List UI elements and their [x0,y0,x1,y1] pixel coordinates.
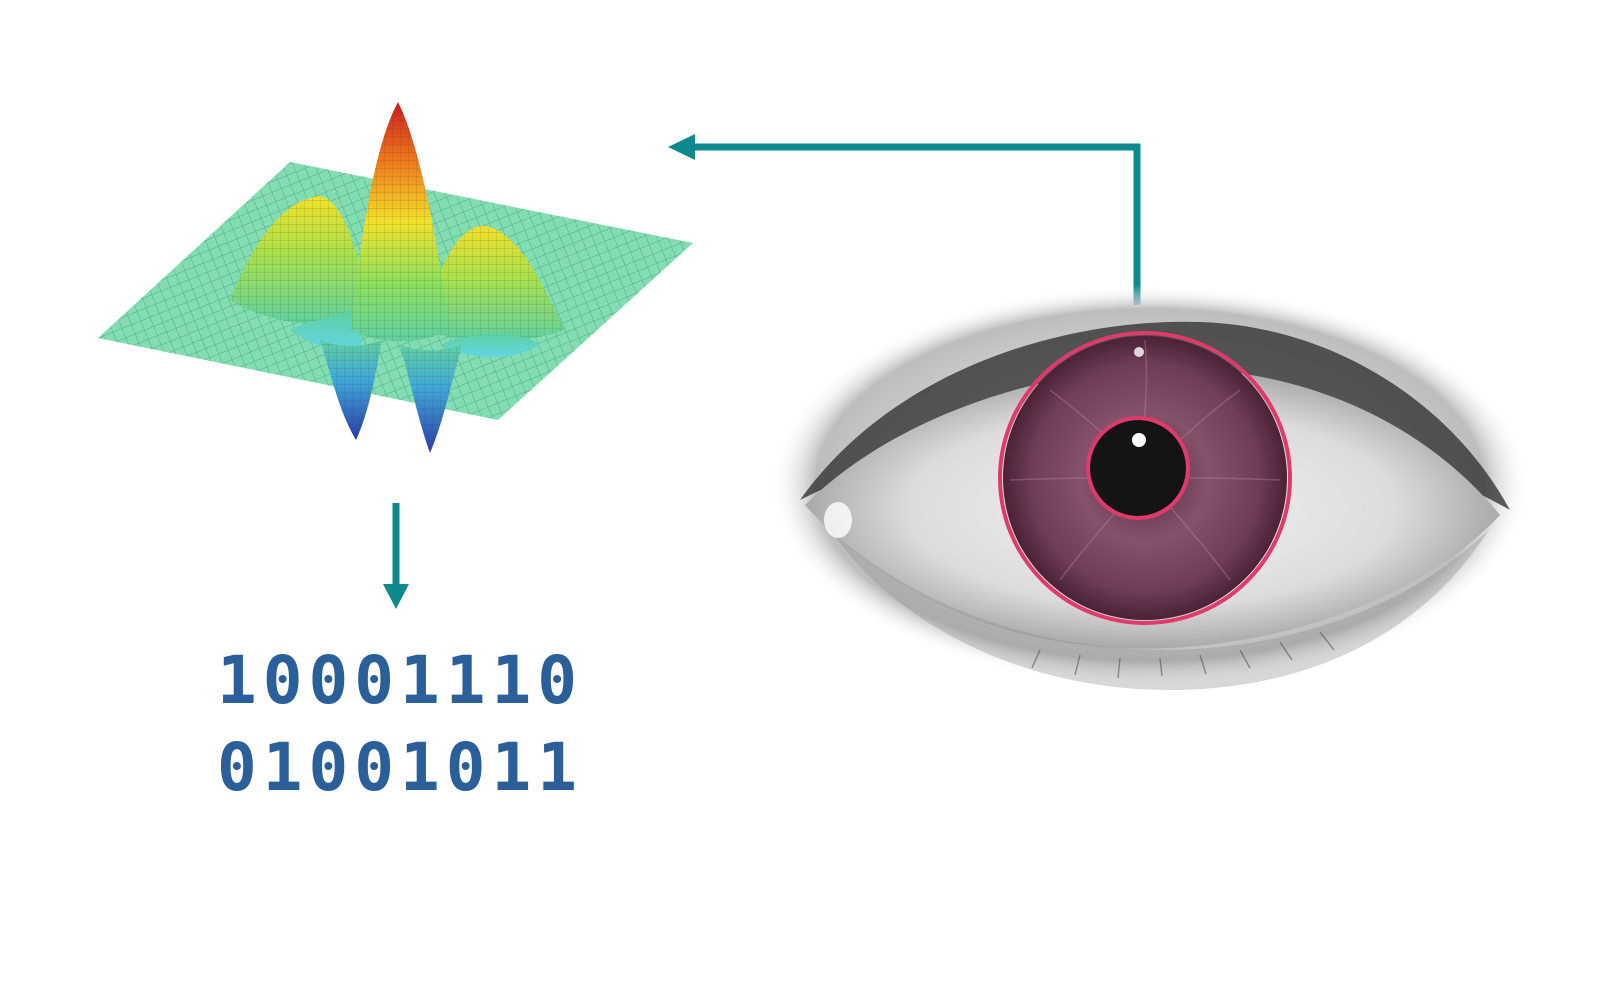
wavelet-valley [290,310,362,353]
eye-pupil [1090,420,1186,516]
eye-catchlight [1132,433,1146,447]
iris-code-line-1: 10001110 [217,642,583,719]
wavelet-to-code-arrow [383,503,409,609]
eye-to-wavelet-arrow [668,134,1141,305]
gabor-wavelet-surface-icon [98,102,693,453]
iris-boundary-ring [998,331,1292,625]
eye-iris-icon [770,285,1530,690]
iris-code-line-2: 01001011 [217,729,583,806]
pupil-boundary-ring [1086,416,1190,520]
